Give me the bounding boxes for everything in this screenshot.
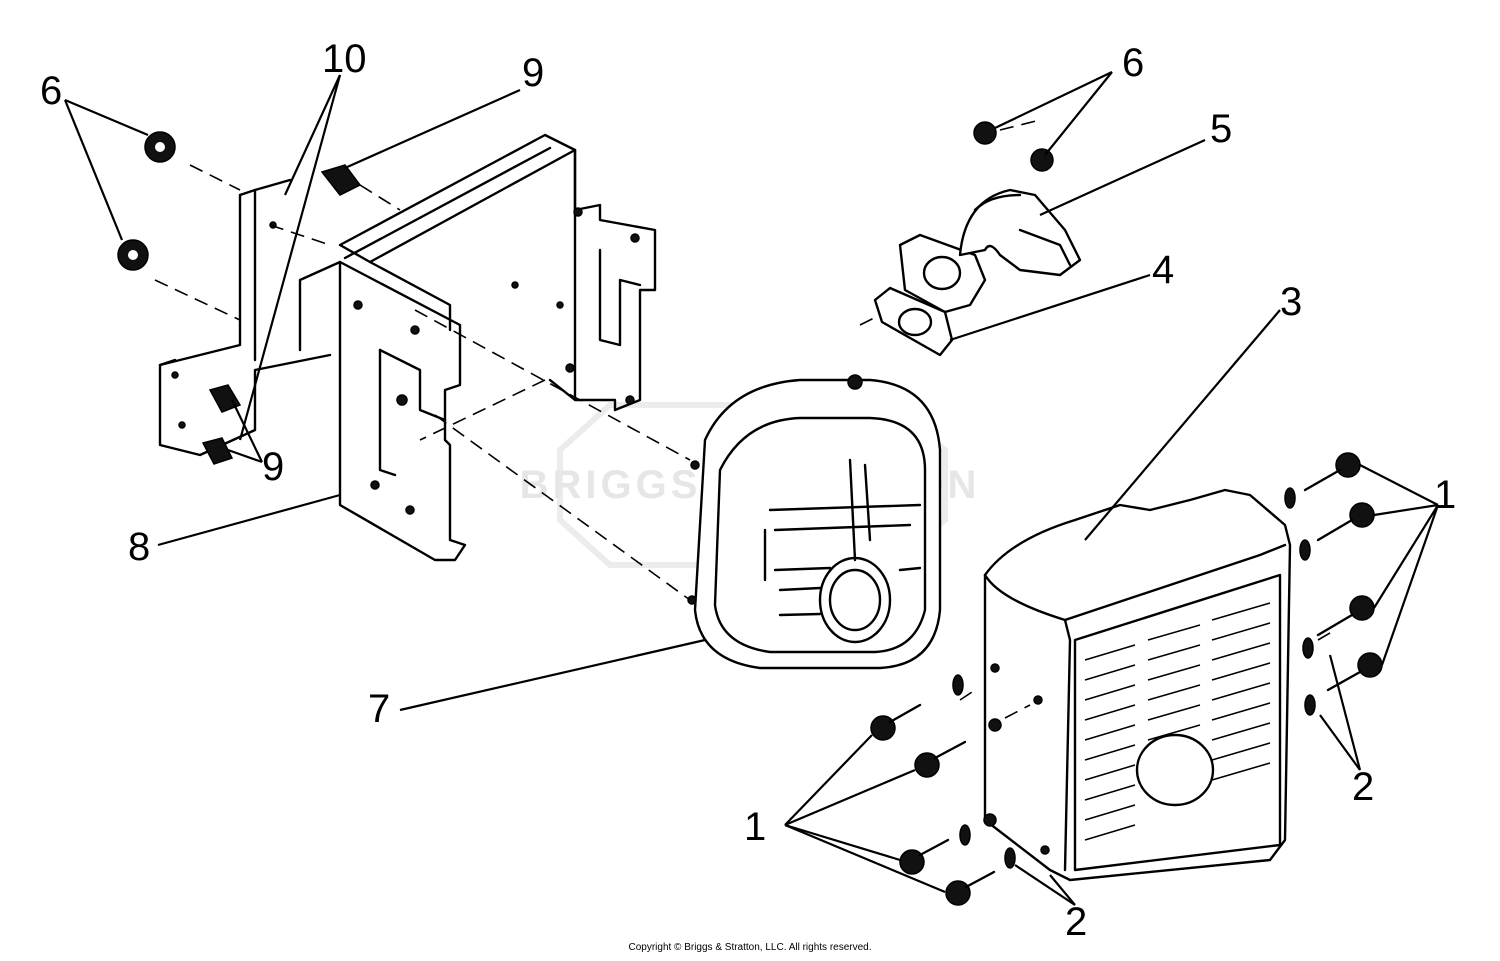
callout-2-bottom: 2 xyxy=(1065,900,1087,944)
part-2-washer xyxy=(1304,694,1316,716)
part-2-washer xyxy=(1302,637,1314,659)
callout-3: 3 xyxy=(1280,280,1302,324)
part-1-bolt xyxy=(1326,652,1383,692)
part-1-bolt xyxy=(1316,502,1375,542)
callout-9-top: 9 xyxy=(522,51,544,95)
part-1-bolt xyxy=(914,740,967,778)
part-2-washer xyxy=(952,674,964,696)
callout-6-top: 6 xyxy=(1122,41,1144,85)
part-9-screw xyxy=(208,384,242,413)
part-1-bolt xyxy=(1316,595,1375,637)
part-2-washer xyxy=(1284,487,1296,509)
callout-9-left: 9 xyxy=(262,445,284,489)
part-8-mounting-bracket xyxy=(298,133,657,562)
callout-7: 7 xyxy=(368,687,390,731)
part-2-washer xyxy=(1299,539,1311,561)
part-1-bolt xyxy=(899,838,950,875)
part-2-washer xyxy=(959,824,971,846)
part-9-screw xyxy=(201,437,234,465)
callout-6-left: 6 xyxy=(40,69,62,113)
part-6-nut xyxy=(117,239,149,271)
callout-4: 4 xyxy=(1152,248,1174,292)
callout-8: 8 xyxy=(128,525,150,569)
part-7-muffler xyxy=(687,374,942,670)
assembly-lines xyxy=(154,119,1336,719)
part-6-nut xyxy=(973,121,997,145)
callout-5: 5 xyxy=(1210,107,1232,151)
callout-1-right: 1 xyxy=(1434,473,1456,517)
part-1-bolt xyxy=(1303,452,1361,492)
callout-2-right: 2 xyxy=(1352,765,1374,809)
part-6-nut xyxy=(1030,148,1054,172)
guard-louvers xyxy=(1084,602,1271,841)
part-5-exhaust-elbow xyxy=(898,188,1082,314)
hardware xyxy=(117,121,1383,906)
part-1-bolt xyxy=(945,870,996,906)
part-9-screw xyxy=(320,164,362,196)
part-2-washer xyxy=(1004,847,1016,869)
callout-10: 10 xyxy=(322,37,367,81)
part-6-nut xyxy=(144,131,176,163)
part-3-muffler-guard xyxy=(983,488,1292,882)
callout-1-left: 1 xyxy=(744,805,766,849)
callouts: 10 9 6 9 8 7 6 5 4 3 1 2 1 2 xyxy=(40,37,1456,944)
part-1-bolt xyxy=(870,703,922,741)
part-10-bracket xyxy=(158,178,332,457)
copyright-notice: Copyright © Briggs & Stratton, LLC. All … xyxy=(628,942,871,953)
leader-lines xyxy=(63,71,1440,906)
